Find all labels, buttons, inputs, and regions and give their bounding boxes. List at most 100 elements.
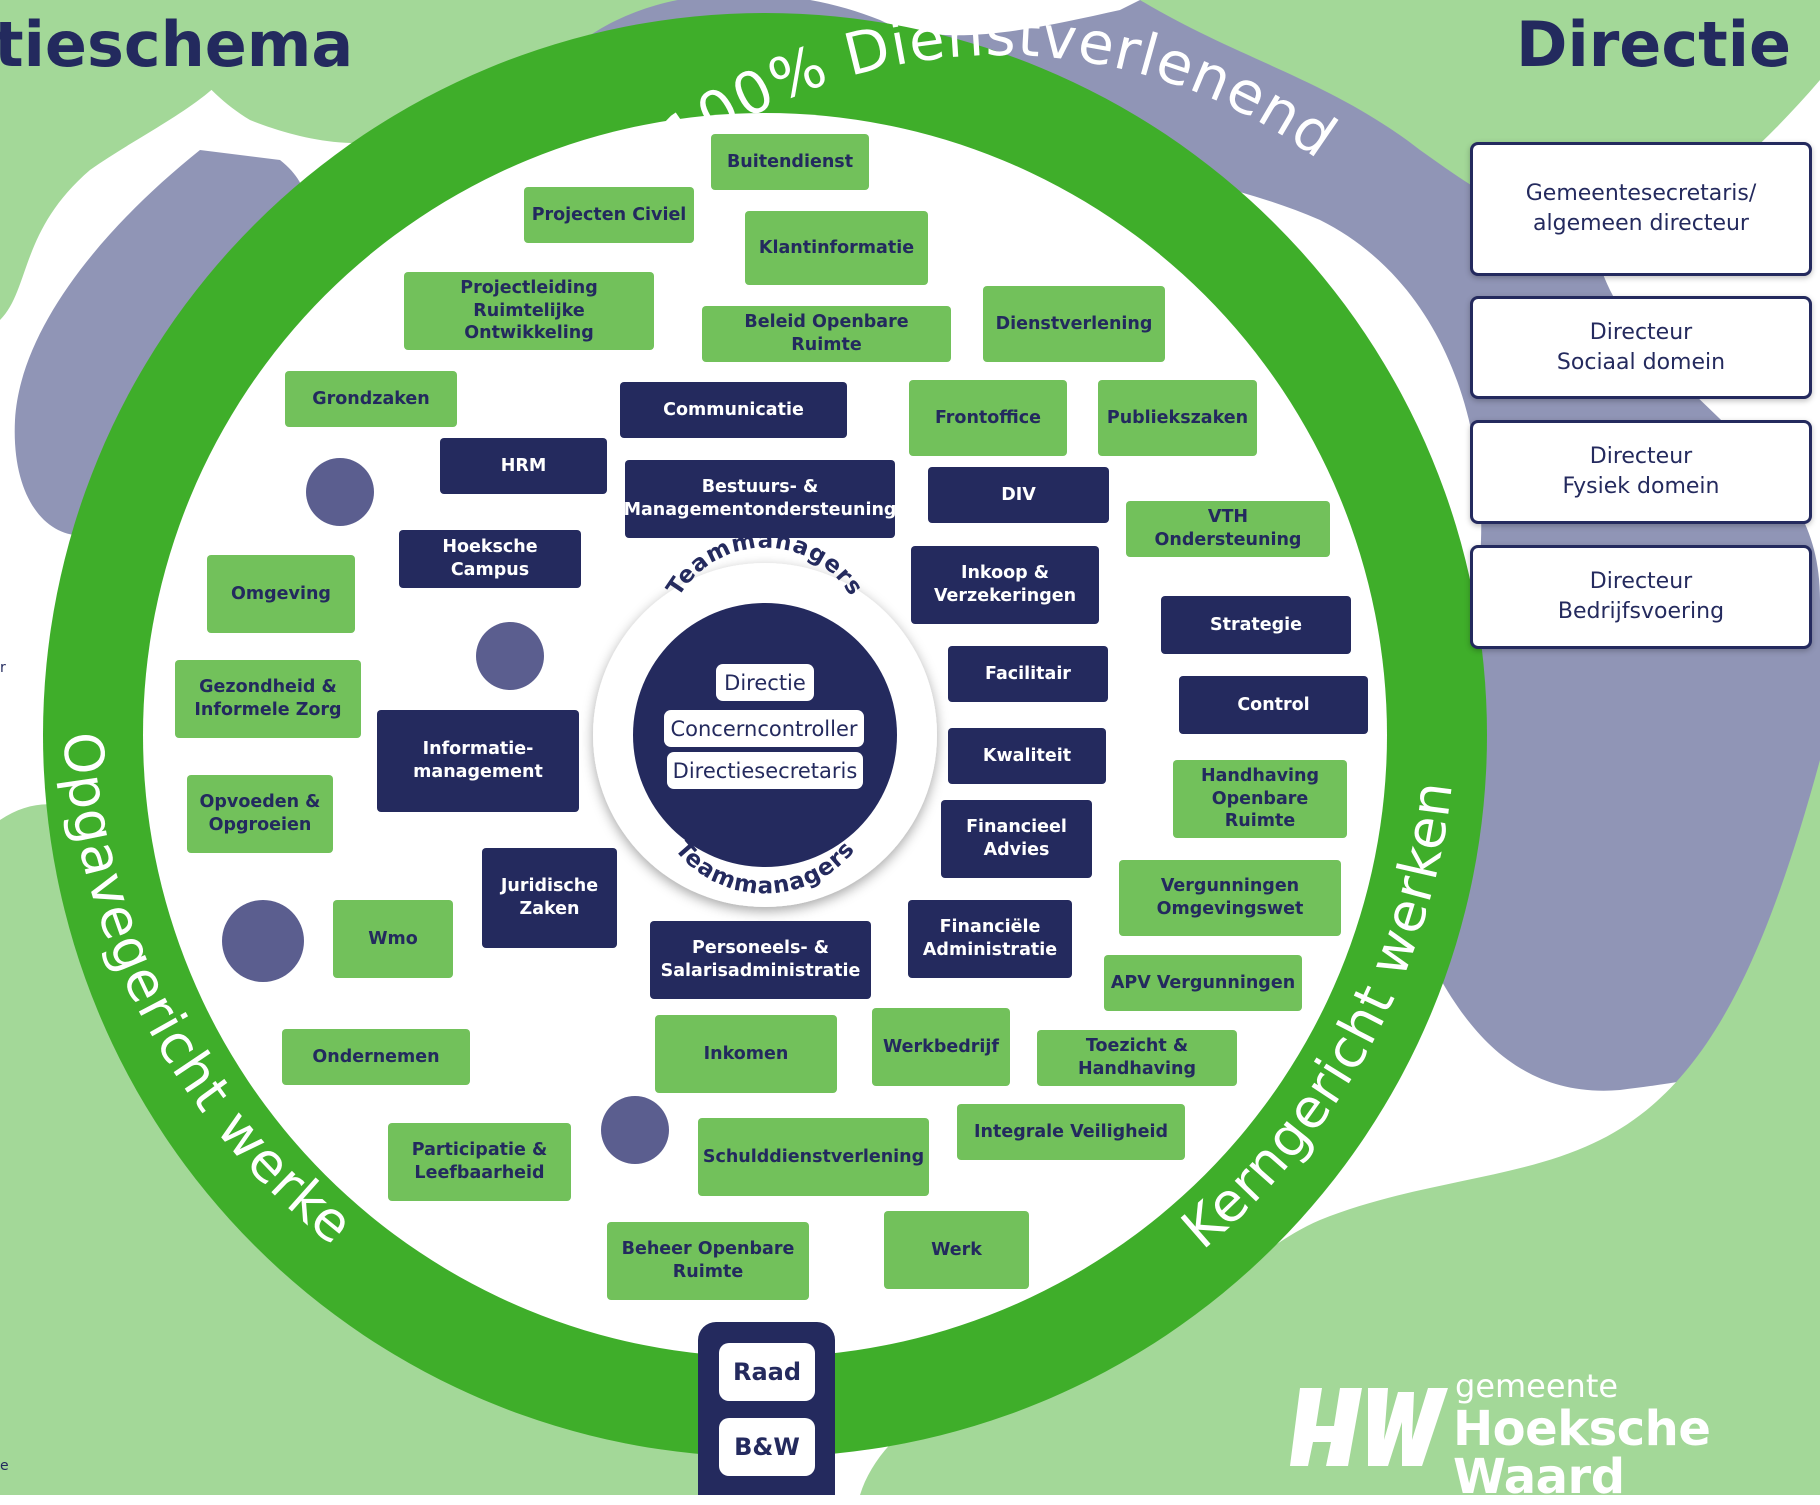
team-box-wmo[interactable]: Wmo xyxy=(333,900,453,978)
core-item-directiesecretaris[interactable]: Directiesecretaris xyxy=(667,752,863,789)
team-box-publiekszaken[interactable]: Publiekszaken xyxy=(1098,380,1257,456)
team-box-hrm[interactable]: HRM xyxy=(440,438,607,494)
decor-dot-2 xyxy=(476,622,544,690)
team-box-vergunningen-ow[interactable]: Vergunningen Omgevingswet xyxy=(1119,860,1341,936)
team-label: Inkoop & Verzekeringen xyxy=(933,563,1077,606)
team-label: Klantinformatie xyxy=(758,237,915,258)
team-label: Informatie- management xyxy=(413,739,543,782)
team-box-bestuurs-management[interactable]: Bestuurs- & Managementondersteuning xyxy=(623,460,897,538)
team-box-div[interactable]: DIV xyxy=(928,467,1109,523)
team-box-financieel-advies[interactable]: Financieel Advies xyxy=(941,800,1092,878)
team-box-juridische-zaken[interactable]: Juridische Zaken xyxy=(482,848,617,948)
team-box-apv-vergunningen[interactable]: APV Vergunningen xyxy=(1104,955,1302,1011)
team-label: Vergunningen Omgevingswet xyxy=(1156,876,1304,919)
directie-bedrijfsvoering[interactable]: Directeur Bedrijfsvoering xyxy=(1470,545,1812,649)
team-label: Frontoffice xyxy=(934,407,1042,428)
directie-sociaal[interactable]: Directeur Sociaal domein xyxy=(1470,296,1812,399)
team-label: Financieel Advies xyxy=(966,817,1067,860)
edge-mark-top: r xyxy=(0,660,6,676)
team-label: Participatie & Leefbaarheid xyxy=(411,1140,548,1183)
team-label: Beheer Openbare Ruimte xyxy=(621,1239,795,1282)
directie-label: Directeur Bedrijfsvoering xyxy=(1557,569,1725,624)
team-box-schuldhulp[interactable]: Schulddienstverlening xyxy=(698,1118,929,1196)
team-label: Inkomen xyxy=(703,1043,789,1064)
team-box-integrale-veiligheid[interactable]: Integrale Veiligheid xyxy=(957,1104,1185,1160)
team-label: Omgeving xyxy=(231,583,331,604)
team-label: Juridische Zaken xyxy=(500,876,599,919)
team-label: Grondzaken xyxy=(312,388,430,409)
bg-shape-green-bottomright xyxy=(860,760,1820,1495)
logo-text-big: Hoeksche Waard xyxy=(1453,1401,1711,1505)
edge-mark-bottom: e xyxy=(0,1458,9,1474)
directie-label: Gemeentesecretaris/ algemeen directeur xyxy=(1525,181,1757,236)
team-label: Projecten Civiel xyxy=(531,204,687,225)
team-box-facilitair[interactable]: Facilitair xyxy=(948,646,1108,702)
team-box-kwaliteit[interactable]: Kwaliteit xyxy=(948,728,1106,784)
team-box-werkbedrijf[interactable]: Werkbedrijf xyxy=(872,1008,1010,1086)
team-box-werk[interactable]: Werk xyxy=(884,1211,1029,1289)
team-label: Publiekszaken xyxy=(1106,407,1249,428)
team-label: VTH Ondersteuning xyxy=(1154,507,1302,550)
team-box-handhaving-or[interactable]: Handhaving Openbare Ruimte xyxy=(1173,760,1347,838)
team-label: Opvoeden & Opgroeien xyxy=(199,792,321,835)
team-label: Bestuurs- & Managementondersteuning xyxy=(623,477,897,520)
team-box-projectleiding-ro[interactable]: Projectleiding Ruimtelijke Ontwikkeling xyxy=(404,272,654,350)
team-label: HRM xyxy=(500,455,547,476)
directie-fysiek[interactable]: Directeur Fysiek domein xyxy=(1470,420,1812,524)
team-label: APV Vergunningen xyxy=(1110,972,1296,993)
team-label: Personeels- & Salarisadministratie xyxy=(660,938,861,981)
team-box-hoeksche-campus[interactable]: Hoeksche Campus xyxy=(399,530,581,588)
team-label: Facilitair xyxy=(985,663,1071,684)
team-label: DIV xyxy=(1001,484,1036,505)
decor-dot-4 xyxy=(601,1096,669,1164)
team-box-vth-ondersteuning[interactable]: VTH Ondersteuning xyxy=(1126,501,1330,557)
logo-text-small: gemeente xyxy=(1455,1367,1619,1405)
team-box-ondernemen[interactable]: Ondernemen xyxy=(282,1029,470,1085)
team-label: Strategie xyxy=(1209,614,1303,635)
team-box-grondzaken[interactable]: Grondzaken xyxy=(285,371,457,427)
team-label: Hoeksche Campus xyxy=(442,537,538,580)
directie-label: Directeur Sociaal domein xyxy=(1556,319,1726,375)
team-label: Schulddienstverlening xyxy=(702,1146,925,1167)
hw-logo-icon xyxy=(1290,1388,1448,1466)
bw-button[interactable]: B&W xyxy=(719,1418,815,1476)
page-title-left: tieschema xyxy=(0,8,354,81)
team-box-frontoffice[interactable]: Frontoffice xyxy=(909,380,1067,456)
team-box-klantinformatie[interactable]: Klantinformatie xyxy=(745,211,928,285)
core-item-concerncontroller[interactable]: Concerncontroller xyxy=(664,710,864,747)
team-label: Toezicht & Handhaving xyxy=(1077,1036,1197,1079)
team-box-omgeving[interactable]: Omgeving xyxy=(207,555,355,633)
page-title-right: Directie xyxy=(1516,8,1792,81)
team-label: Financiële Administratie xyxy=(922,917,1058,960)
team-box-toezicht-handhaving[interactable]: Toezicht & Handhaving xyxy=(1037,1030,1237,1086)
team-box-informatiemanagement[interactable]: Informatie- management xyxy=(377,710,579,812)
decor-dot-1 xyxy=(306,458,374,526)
team-box-inkoop-verzekeringen[interactable]: Inkoop & Verzekeringen xyxy=(911,546,1099,624)
team-label: Communicatie xyxy=(663,399,804,420)
team-box-financiele-administratie[interactable]: Financiële Administratie xyxy=(908,900,1072,978)
directie-gemeentesecretaris[interactable]: Gemeentesecretaris/ algemeen directeur xyxy=(1470,142,1812,276)
team-box-projecten-civiel[interactable]: Projecten Civiel xyxy=(524,187,694,243)
team-box-personeels-salaris[interactable]: Personeels- & Salarisadministratie xyxy=(650,921,871,999)
bg-shape-green-top xyxy=(150,0,680,144)
core-item-directie[interactable]: Directie xyxy=(716,664,814,701)
team-box-communicatie[interactable]: Communicatie xyxy=(620,382,847,438)
team-box-control[interactable]: Control xyxy=(1179,676,1368,734)
team-label: Control xyxy=(1237,694,1310,715)
team-box-participatie[interactable]: Participatie & Leefbaarheid xyxy=(388,1123,571,1201)
team-label: Handhaving Openbare Ruimte xyxy=(1200,765,1320,832)
team-box-inkomen[interactable]: Inkomen xyxy=(655,1015,837,1093)
team-box-opvoeden[interactable]: Opvoeden & Opgroeien xyxy=(187,775,333,853)
team-label: Werk xyxy=(931,1239,982,1260)
decor-dot-3 xyxy=(222,900,304,982)
raad-button[interactable]: Raad xyxy=(719,1343,815,1401)
team-label: Beleid Openbare Ruimte xyxy=(744,312,909,355)
team-box-beleid-openbare-ruimte[interactable]: Beleid Openbare Ruimte xyxy=(702,306,951,362)
team-label: Integrale Veiligheid xyxy=(974,1121,1168,1142)
team-label: Werkbedrijf xyxy=(883,1036,999,1057)
team-box-dienstverlening[interactable]: Dienstverlening xyxy=(983,286,1165,362)
team-box-gezondheid[interactable]: Gezondheid & Informele Zorg xyxy=(175,660,361,738)
team-box-buitendienst[interactable]: Buitendienst xyxy=(711,134,869,190)
team-box-strategie[interactable]: Strategie xyxy=(1161,596,1351,654)
team-box-beheer-or[interactable]: Beheer Openbare Ruimte xyxy=(607,1222,809,1300)
